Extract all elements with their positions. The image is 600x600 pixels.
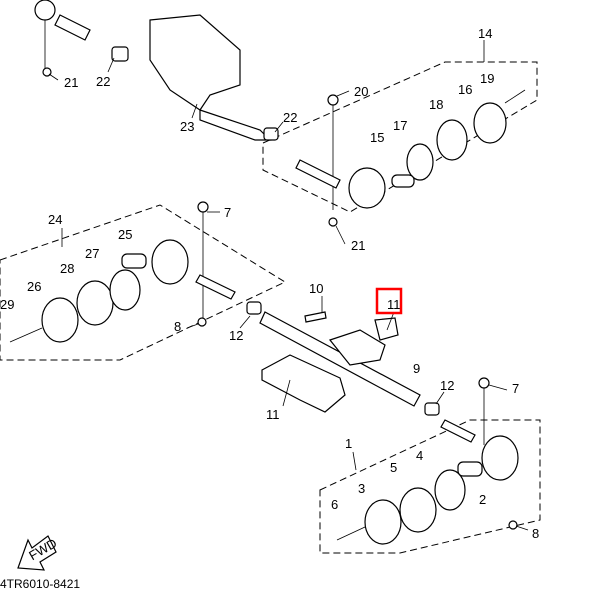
callout-5: 5: [390, 460, 397, 475]
callout-23: 23: [180, 119, 194, 134]
callout-26: 26: [27, 279, 41, 294]
callout-22: 22: [283, 110, 297, 125]
group-box-1: [319, 419, 541, 554]
callout-29: 29: [0, 297, 14, 312]
callout-18: 18: [429, 97, 443, 112]
callout-6: 6: [331, 497, 338, 512]
callout-16: 16: [458, 82, 472, 97]
callout-11: 11: [266, 407, 280, 422]
stay-rod-9: [246, 301, 440, 416]
callout-12: 12: [440, 378, 454, 393]
bushing-22: [111, 46, 129, 62]
callout-9: 9: [413, 361, 420, 376]
callout-20: 20: [354, 84, 368, 99]
callout-7: 7: [512, 381, 519, 396]
callout-22: 22: [96, 74, 110, 89]
diagram-code: 4TR6010-8421: [0, 577, 80, 591]
callout-1: 1: [345, 436, 352, 451]
lamp-assembly-14: [295, 89, 526, 227]
callout-10: 10: [309, 281, 323, 296]
callout-21: 21: [64, 75, 78, 90]
callout-2: 2: [479, 492, 486, 507]
callout-28: 28: [60, 261, 74, 276]
callout-11: 11: [387, 297, 401, 312]
bushing-22b: [263, 127, 279, 141]
callout-19: 19: [480, 71, 494, 86]
callout-7: 7: [224, 205, 231, 220]
cover-11: [261, 354, 346, 413]
leader-lines: [48, 40, 529, 531]
bracket-part: [34, 0, 279, 141]
callout-labels: 21 22 23 22 20 14 19 18 16 17 15 21 7 24…: [0, 26, 539, 541]
callout-27: 27: [85, 246, 99, 261]
callout-17: 17: [393, 118, 407, 133]
callout-8: 8: [532, 526, 539, 541]
callout-8: 8: [174, 319, 181, 334]
fwd-arrow-icon: FWD: [17, 535, 59, 571]
callout-15: 15: [370, 130, 384, 145]
highlight-box: [375, 287, 403, 315]
lamp-assembly-24: [9, 201, 236, 343]
callout-21: 21: [351, 238, 365, 253]
callout-12: 12: [229, 328, 243, 343]
callout-14: 14: [478, 26, 492, 41]
callout-3: 3: [358, 481, 365, 496]
callout-4: 4: [416, 448, 423, 463]
group-box-14: [262, 61, 538, 213]
lamp-assembly-1: [336, 377, 519, 545]
callout-25: 25: [118, 227, 132, 242]
callout-24: 24: [48, 212, 62, 227]
